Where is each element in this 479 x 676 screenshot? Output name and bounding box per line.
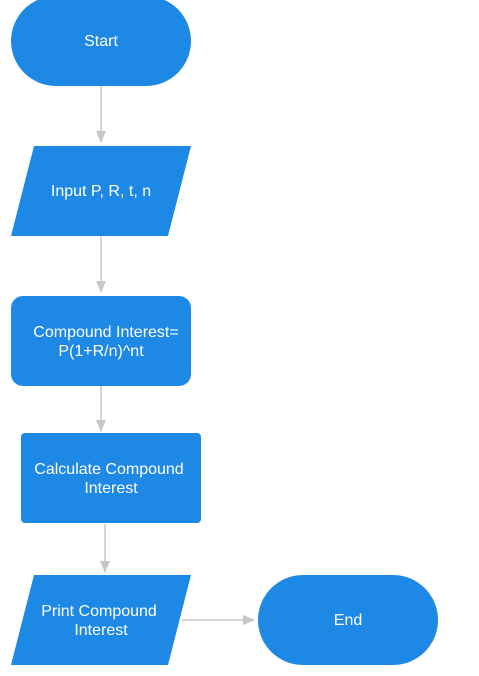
end-label: End: [334, 612, 362, 629]
formula-label-line-1: Compound Interest=: [33, 324, 178, 341]
formula-label-line-2: P(1+R/n)^nt: [58, 343, 144, 360]
input-parallelogram-shape: [11, 146, 191, 236]
calculate-process-shape: [21, 433, 201, 523]
node-start[interactable]: Start: [11, 0, 191, 86]
print-label-line-2: Interest: [74, 622, 128, 639]
start-label: Start: [84, 33, 118, 50]
calculate-label-line-1: Calculate Compound: [34, 461, 183, 478]
node-input[interactable]: Input P, R, t, n: [11, 146, 191, 236]
formula-process-shape: [11, 296, 191, 386]
print-label-line-1: Print Compound: [41, 603, 157, 620]
calculate-label-line-2: Interest: [84, 480, 138, 497]
node-formula[interactable]: Compound Interest= P(1+R/n)^nt: [11, 296, 191, 386]
start-terminator-shape: [11, 0, 191, 86]
end-terminator-shape: [258, 575, 438, 665]
node-end[interactable]: End: [258, 575, 438, 665]
connectors: [96, 86, 255, 625]
node-calculate[interactable]: Calculate Compound Interest: [21, 433, 201, 523]
node-print[interactable]: Print Compound Interest: [11, 575, 191, 665]
input-label: Input P, R, t, n: [51, 183, 151, 200]
print-parallelogram-shape: [11, 575, 191, 665]
